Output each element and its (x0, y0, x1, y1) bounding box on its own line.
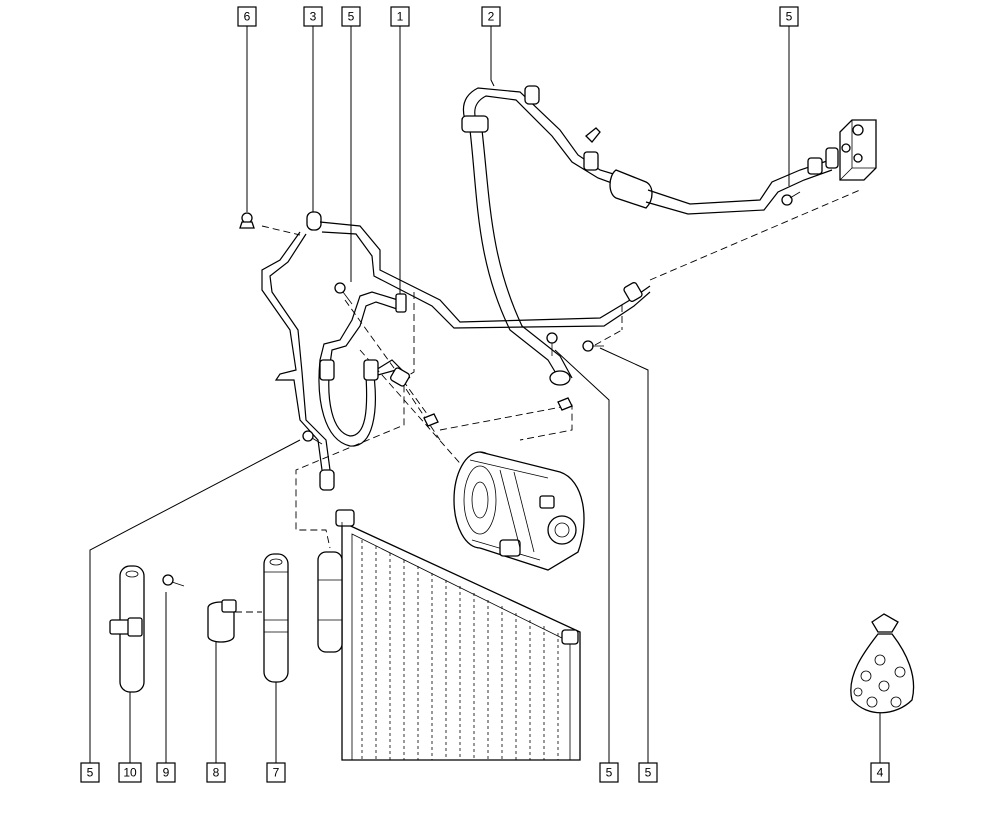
callout-label: 1 (397, 10, 404, 24)
desiccant-bag-4 (850, 613, 915, 714)
dehydrator-bottle-7 (263, 553, 289, 683)
callout-label: 6 (244, 10, 251, 24)
callout-label: 5 (348, 10, 355, 24)
bolts (162, 191, 801, 587)
bolt-5-e (302, 430, 323, 445)
callout-label: 4 (877, 766, 884, 780)
dehydrator-assembly-10 (109, 565, 145, 693)
seal (423, 413, 439, 427)
bolt-5-b (781, 191, 801, 206)
clamp-8 (207, 599, 237, 643)
expansion-valve (839, 119, 877, 181)
bolt-9 (162, 574, 185, 587)
callout-6-top: 6 (237, 6, 257, 27)
seal (557, 397, 573, 411)
bolt-5-a (334, 282, 353, 305)
callout-5-top-left: 5 (341, 6, 361, 27)
callout-label: 9 (163, 766, 170, 780)
bolt-5-c (546, 332, 558, 356)
callout-3-top: 3 (303, 6, 323, 27)
bolt-5-d (582, 340, 604, 352)
callout-10-bottom: 10 (118, 762, 142, 783)
callout-5-top-right: 5 (779, 6, 799, 27)
callout-label: 3 (310, 10, 317, 24)
callout-label: 5 (606, 766, 613, 780)
callout-9-bottom: 9 (156, 762, 176, 783)
callout-5-bottom-left: 5 (80, 762, 100, 783)
callout-1-top: 1 (390, 6, 410, 27)
condenser (317, 509, 581, 761)
pipe-1-flexible-hose (318, 291, 411, 447)
leader-lines (89, 26, 881, 763)
callout-label: 7 (273, 766, 280, 780)
callout-label: 10 (123, 766, 137, 780)
callout-7-bottom: 7 (266, 762, 286, 783)
callout-label: 8 (213, 766, 220, 780)
callout-8-bottom: 8 (206, 762, 226, 783)
callout-label: 5 (645, 766, 652, 780)
compressor (453, 451, 585, 571)
callout-5-bottom-right: 5 (638, 762, 658, 783)
callout-4-bottom: 4 (870, 762, 890, 783)
callout-5-bottom-mid: 5 (599, 762, 619, 783)
callout-2-top: 2 (481, 6, 501, 27)
pipe-2-low-pressure (461, 85, 839, 386)
bolt-6 (239, 212, 255, 229)
callout-label: 5 (87, 766, 94, 780)
callout-label: 2 (488, 10, 495, 24)
callout-label: 5 (786, 10, 793, 24)
pipe-3-high-pressure (261, 211, 651, 491)
condenser-grill (361, 540, 559, 760)
